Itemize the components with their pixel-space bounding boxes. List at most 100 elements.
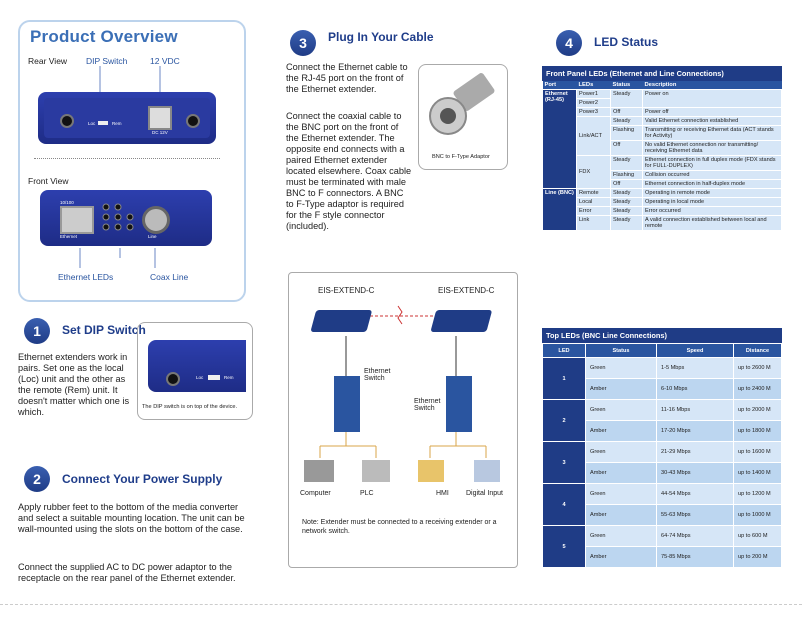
ethernet-leds-label: Ethernet LEDs — [58, 272, 114, 282]
rear-dc-label: DC 12V — [152, 130, 168, 135]
desc-cell: Collision occurred — [642, 170, 782, 180]
distance-cell: up to 200 M — [733, 546, 782, 568]
adaptor-figure — [418, 64, 508, 170]
dip-device-top — [148, 340, 246, 392]
speed-cell: 1-5 Mbps — [656, 357, 734, 379]
status-cell: Green — [585, 483, 657, 505]
led-number-cell: 5 — [542, 525, 586, 568]
dip-caption: The DIP switch is on top of the device. — [142, 404, 238, 410]
status-cell: Off — [610, 140, 643, 156]
status-cell: Steady — [610, 206, 643, 216]
status-cell: Green — [585, 525, 657, 547]
col-status: Status — [585, 343, 657, 358]
page-bottom-divider — [0, 604, 802, 605]
desc-cell: Transmitting or receiving Ethernet data … — [642, 125, 782, 141]
speed-cell: 55-63 Mbps — [656, 504, 734, 526]
status-cell: Steady — [610, 197, 643, 207]
top-table-title: Top LEDs (BNC Line Connections) — [542, 328, 782, 343]
front-callout-lines — [79, 248, 156, 268]
step-2-text-1: Apply rubber feet to the bottom of the m… — [18, 502, 245, 534]
step-1-title: Set DIP Switch — [62, 323, 146, 337]
diagram-drawing — [304, 305, 500, 482]
speed-cell: 44-54 Mbps — [656, 483, 734, 505]
status-cell: Green — [585, 399, 657, 421]
status-cell: Off — [610, 107, 643, 117]
distance-cell: up to 2000 M — [733, 399, 782, 421]
led-cell: Link — [576, 215, 611, 231]
dip-switch-figure — [137, 322, 253, 420]
front-view-label: Front View — [28, 176, 69, 186]
distance-cell: up to 1200 M — [733, 483, 782, 505]
desc-cell: Ethernet connection in full duplex mode … — [642, 155, 782, 171]
status-cell: Green — [585, 441, 657, 463]
status-cell: Steady — [610, 215, 643, 231]
status-cell: Green — [585, 357, 657, 379]
led-cell: Local — [576, 197, 611, 207]
coax-line-label: Coax Line — [150, 272, 189, 282]
led-cluster-icon — [102, 203, 134, 231]
callout-lines — [99, 66, 161, 94]
diagram-note: Note: Extender must be connected to a re… — [302, 519, 497, 535]
desc-cell: A valid connection established between l… — [642, 215, 782, 231]
step-3-text-1: Connect the Ethernet cable to the RJ-45 … — [286, 62, 408, 94]
step-2-text-2: Connect the supplied AC to DC power adap… — [18, 562, 236, 583]
speed-cell: 30-43 Mbps — [656, 462, 734, 484]
rear-loc-label: Loc — [88, 121, 96, 126]
dip-loc-label: Loc — [196, 375, 204, 380]
distance-cell: up to 1600 M — [733, 441, 782, 463]
diagram-left-title: EIS-EXTEND-C — [318, 286, 375, 295]
step-3-badge: 3 — [290, 30, 316, 56]
status-cell: Steady — [610, 188, 643, 198]
port-line: Line (BNC) — [542, 188, 577, 231]
distance-cell: up to 1800 M — [733, 420, 782, 442]
status-cell: Steady — [610, 155, 643, 171]
led-cell: Power2 — [576, 98, 611, 108]
bnc-adaptor-icon — [429, 73, 495, 135]
diagram-right-title: EIS-EXTEND-C — [438, 286, 495, 295]
status-cell: Steady — [610, 89, 643, 108]
desc-cell: Power off — [642, 107, 782, 117]
speed-cell: 11-16 Mbps — [656, 399, 734, 421]
speed-cell: 21-29 Mbps — [656, 441, 734, 463]
overview-title: Product Overview — [30, 27, 178, 46]
col-distance: Distance — [733, 343, 782, 358]
led-cell: FDX — [576, 155, 611, 189]
speed-cell: 6-10 Mbps — [656, 378, 734, 400]
step-1-badge: 1 — [24, 318, 50, 344]
led-cell: Power3 — [576, 107, 611, 117]
status-cell: Amber — [585, 504, 657, 526]
status-cell: Amber — [585, 546, 657, 568]
desc-cell: Operating in remote mode — [642, 188, 782, 198]
status-cell: Flashing — [610, 125, 643, 141]
led-cell: Power1 — [576, 89, 611, 99]
status-cell: Steady — [610, 116, 643, 126]
desc-cell: Power on — [642, 89, 782, 108]
dip-rem-label: Rem — [224, 375, 234, 380]
step-1-text: Ethernet extenders work in pairs. Set on… — [18, 352, 130, 417]
desc-cell: No valid Ethernet connection nor transmi… — [642, 140, 782, 156]
desc-cell: Ethernet connection in half-duplex mode — [642, 179, 782, 189]
rear-view-label: Rear View — [28, 56, 68, 66]
switch-right-label: Ethernet Switch — [414, 398, 441, 412]
device-hmi: HMI — [436, 490, 449, 497]
speed-cell: 17-20 Mbps — [656, 420, 734, 442]
front-ethernet-label: Ethernet — [60, 234, 78, 239]
step-4-badge: 4 — [556, 30, 582, 56]
screw-icon — [60, 114, 74, 128]
front-port-num: 10/100 — [60, 200, 74, 205]
step-4-title: LED Status — [594, 35, 659, 49]
switch-left-label: Ethernet Switch — [364, 368, 391, 382]
dc-jack-icon — [148, 106, 172, 130]
bnc-port-icon — [142, 206, 170, 234]
desc-cell: Operating in local mode — [642, 197, 782, 207]
top-led-table: Top LEDs (BNC Line Connections) LED Stat… — [542, 328, 782, 568]
front-line-label: Line — [148, 234, 157, 239]
desc-cell: Valid Ethernet connection established — [642, 116, 782, 126]
col-leds: LEDs — [576, 81, 611, 90]
distance-cell: up to 2600 M — [733, 357, 782, 379]
